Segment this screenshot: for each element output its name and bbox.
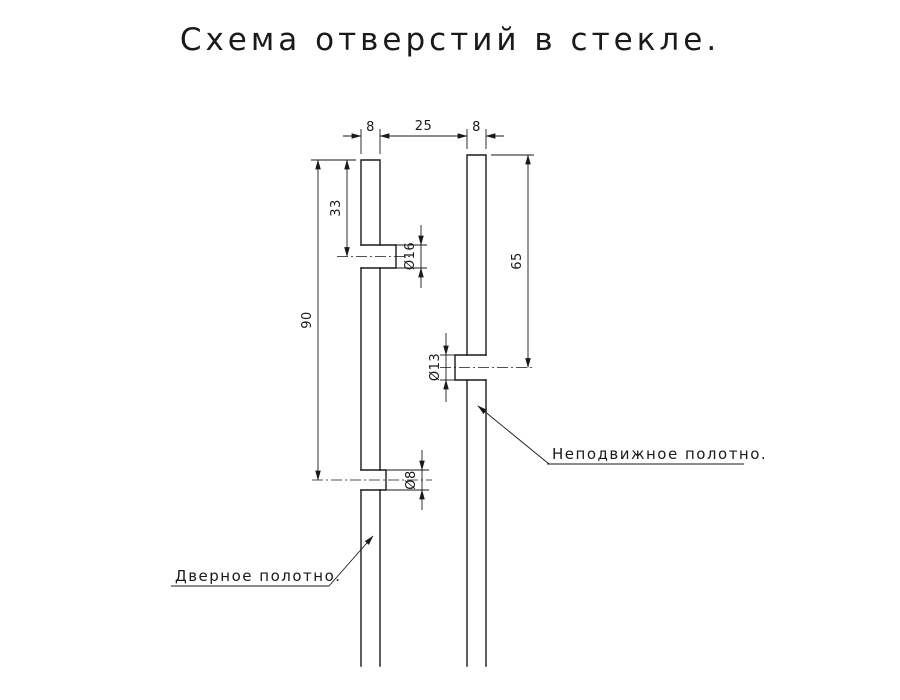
fixed-panel-leader xyxy=(477,405,744,465)
door-panel-leader xyxy=(171,535,374,587)
door-panel-section xyxy=(360,159,381,667)
dim-fixed-panel-thickness: 8 xyxy=(472,120,481,135)
dim-door-panel-thickness: 8 xyxy=(366,120,375,135)
dim-door-bottom-hole-offset: 90 xyxy=(300,311,315,329)
left-dimension-lines xyxy=(311,159,356,481)
dim-door-bottom-hole-diameter: Ø8 xyxy=(404,470,419,490)
top-dimension-lines xyxy=(343,129,504,154)
hole8-dimension-lines xyxy=(387,450,429,510)
dim-fixed-hole-offset: 65 xyxy=(510,252,525,270)
drawing-title: Схема отверстий в стекле. xyxy=(180,22,720,58)
fixed-panel-hole-13 xyxy=(454,354,487,381)
hole13-dimension-lines xyxy=(440,333,454,402)
door-panel-label: Дверное полотно. xyxy=(175,567,342,585)
fixed-panel-label: Неподвижное полотно. xyxy=(552,445,767,463)
dim-door-top-hole-diameter: Ø16 xyxy=(403,242,418,270)
dim-door-top-hole-offset: 33 xyxy=(329,199,344,217)
hole16-dimension-lines xyxy=(397,225,427,288)
right-dimension-lines xyxy=(491,154,534,368)
dim-panel-gap: 25 xyxy=(415,119,433,134)
dim-fixed-hole-diameter: Ø13 xyxy=(428,353,443,381)
